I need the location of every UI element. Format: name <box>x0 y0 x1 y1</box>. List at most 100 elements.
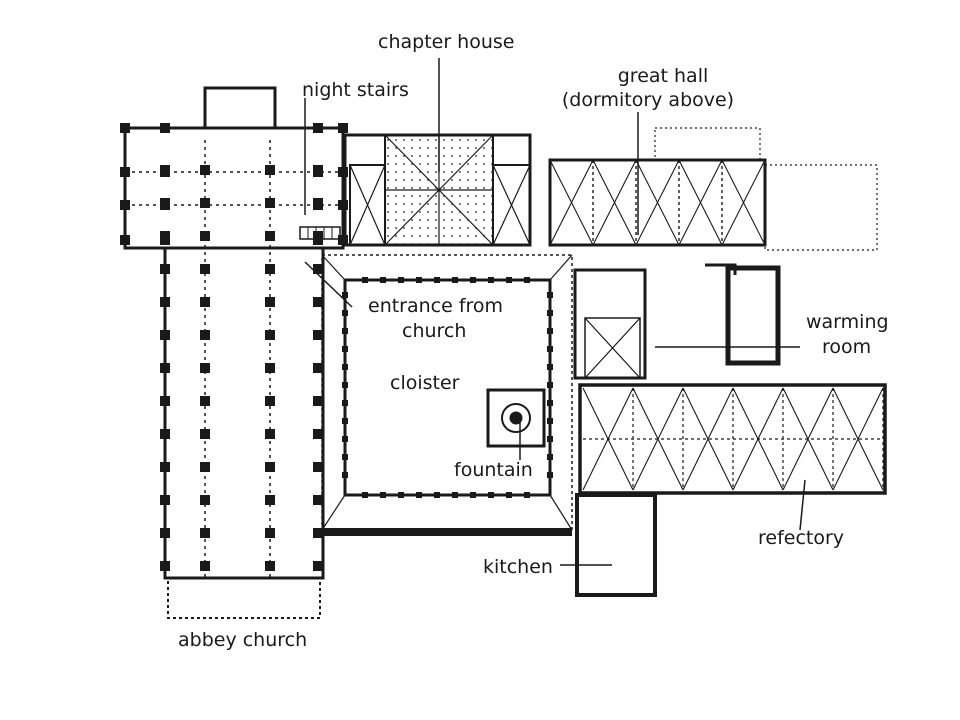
refectory-plan <box>578 383 887 495</box>
arcade-pier <box>547 436 553 442</box>
transept-pier <box>120 235 130 245</box>
arcade-pier <box>362 492 368 498</box>
fountain-plan <box>486 388 546 448</box>
arcade-pier <box>547 328 553 334</box>
arcade-pier <box>342 382 348 388</box>
arcade-pier <box>547 364 553 370</box>
south-cloister-wall <box>322 528 572 536</box>
label-warming-room-sub: room <box>822 336 872 358</box>
church-pier <box>200 165 210 175</box>
church-pier <box>313 561 323 571</box>
label-leader-lines <box>304 58 806 566</box>
church-pier <box>200 330 210 340</box>
arcade-pier <box>398 277 404 283</box>
arcade-pier <box>342 346 348 352</box>
church-pier <box>160 297 170 307</box>
church-pier <box>265 528 275 538</box>
church-pier <box>265 297 275 307</box>
arcade-pier <box>342 310 348 316</box>
transept-pier <box>313 123 323 133</box>
church-pier <box>313 396 323 406</box>
church-pier <box>265 165 275 175</box>
abbey-church-plan <box>123 86 345 619</box>
arcade-pier <box>342 400 348 406</box>
arcade-pier <box>342 292 348 298</box>
church-pier <box>265 198 275 208</box>
cloister-arcade <box>342 277 553 498</box>
arcade-pier <box>547 310 553 316</box>
transept-pier <box>120 167 130 177</box>
warming-room-plan <box>573 263 781 380</box>
transept-pier <box>338 167 348 177</box>
church-pier <box>265 396 275 406</box>
transept-pier <box>338 200 348 210</box>
arcade-pier <box>362 277 368 283</box>
arcade-pier <box>342 328 348 334</box>
church-pier <box>160 264 170 274</box>
church-pier <box>160 363 170 373</box>
arcade-pier <box>342 418 348 424</box>
arcade-pier <box>488 277 494 283</box>
arcade-pier <box>506 277 512 283</box>
church-pier <box>265 363 275 373</box>
church-pier <box>200 264 210 274</box>
arcade-pier <box>380 492 386 498</box>
church-pier <box>313 462 323 472</box>
arcade-pier <box>342 472 348 478</box>
transept-pier <box>313 167 323 177</box>
transept-pier <box>160 123 170 133</box>
church-pier <box>313 297 323 307</box>
arcade-pier <box>547 292 553 298</box>
transept-pier <box>120 200 130 210</box>
arcade-pier <box>524 277 530 283</box>
church-pier <box>200 528 210 538</box>
arcade-pier <box>398 492 404 498</box>
transept-pier <box>120 123 130 133</box>
church-pier <box>265 462 275 472</box>
arcade-pier <box>434 277 440 283</box>
church-pier <box>265 429 275 439</box>
great-hall-plan <box>548 127 878 251</box>
church-pier <box>200 495 210 505</box>
label-refectory: refectory <box>758 527 845 549</box>
transept-pier <box>160 200 170 210</box>
church-pier <box>160 396 170 406</box>
church-pier <box>160 528 170 538</box>
arcade-pier <box>506 492 512 498</box>
chapter-house-plan <box>299 133 532 247</box>
label-night-stairs: night stairs <box>302 79 409 101</box>
church-piers <box>120 123 348 571</box>
transept-pier <box>313 200 323 210</box>
church-pier <box>200 561 210 571</box>
arcade-pier <box>547 346 553 352</box>
church-pier <box>313 264 323 274</box>
church-pier <box>200 297 210 307</box>
arcade-pier <box>547 418 553 424</box>
arcade-pier <box>547 400 553 406</box>
transept-pier <box>313 235 323 245</box>
church-pier <box>200 396 210 406</box>
transept-pier <box>338 123 348 133</box>
church-pier <box>265 330 275 340</box>
church-pier <box>313 495 323 505</box>
arcade-pier <box>342 364 348 370</box>
label-kitchen: kitchen <box>483 556 553 578</box>
label-entrance-from-church: entrance from <box>368 295 504 317</box>
church-pier <box>313 429 323 439</box>
arcade-pier <box>342 454 348 460</box>
church-pier <box>160 462 170 472</box>
arcade-pier <box>547 472 553 478</box>
church-pier <box>200 363 210 373</box>
arcade-pier <box>524 492 530 498</box>
arcade-pier <box>416 277 422 283</box>
transept-pier <box>338 235 348 245</box>
label-great-hall-sub: (dormitory above) <box>561 89 735 111</box>
arcade-pier <box>470 277 476 283</box>
label-abbey-church: abbey church <box>178 629 308 651</box>
arcade-pier <box>547 454 553 460</box>
church-pier <box>265 264 275 274</box>
church-pier <box>160 330 170 340</box>
arcade-pier <box>452 492 458 498</box>
